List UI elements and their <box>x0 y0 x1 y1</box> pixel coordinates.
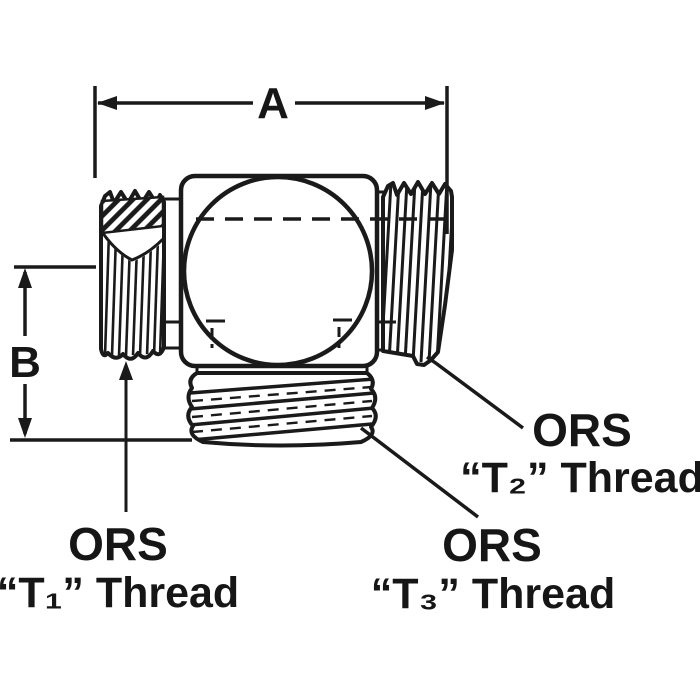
leader-t3 <box>359 426 480 519</box>
dimension-a: A <box>93 79 449 234</box>
left-thread-flanks <box>103 231 166 357</box>
label-t3-thread: “T₃” Thread <box>371 570 615 618</box>
dim-a-arrow-right <box>425 96 445 110</box>
dim-b-arrow-down <box>18 418 32 438</box>
right-thread-t2 <box>381 180 454 367</box>
hidden-lines <box>162 217 447 348</box>
leader-t1-arrow <box>119 361 133 380</box>
bottom-port-t3 <box>186 367 378 448</box>
label-t1-thread: “T₁” Thread <box>0 569 239 617</box>
thread-labels: ORS “T₂” Thread ORS “T₁” Thread ORS “T₃”… <box>0 404 700 618</box>
fitting <box>99 173 454 448</box>
bore-line-lower <box>162 318 396 324</box>
leader-t2 <box>425 355 525 430</box>
dim-b-arrow-up <box>18 268 32 288</box>
label-t2-thread: “T₂” Thread <box>460 454 700 502</box>
label-t3-ors: ORS <box>442 519 542 571</box>
label-t1-ors: ORS <box>68 518 168 570</box>
bottom-port-thread-lines <box>189 377 375 442</box>
dim-b-label: B <box>9 338 41 387</box>
dim-a-arrow-left <box>97 96 117 110</box>
right-thread-flanks <box>383 182 452 363</box>
dim-a-label: A <box>257 79 289 128</box>
left-thread-seal-face <box>100 231 165 262</box>
left-thread-t1 <box>99 189 166 361</box>
dimension-b: B <box>9 265 192 442</box>
bottom-bore-hidden <box>210 327 341 348</box>
left-thread-hatch-section <box>100 195 165 235</box>
label-t2-ors: ORS <box>532 404 632 456</box>
leaders <box>119 355 525 519</box>
body-ball-circle <box>181 174 375 368</box>
